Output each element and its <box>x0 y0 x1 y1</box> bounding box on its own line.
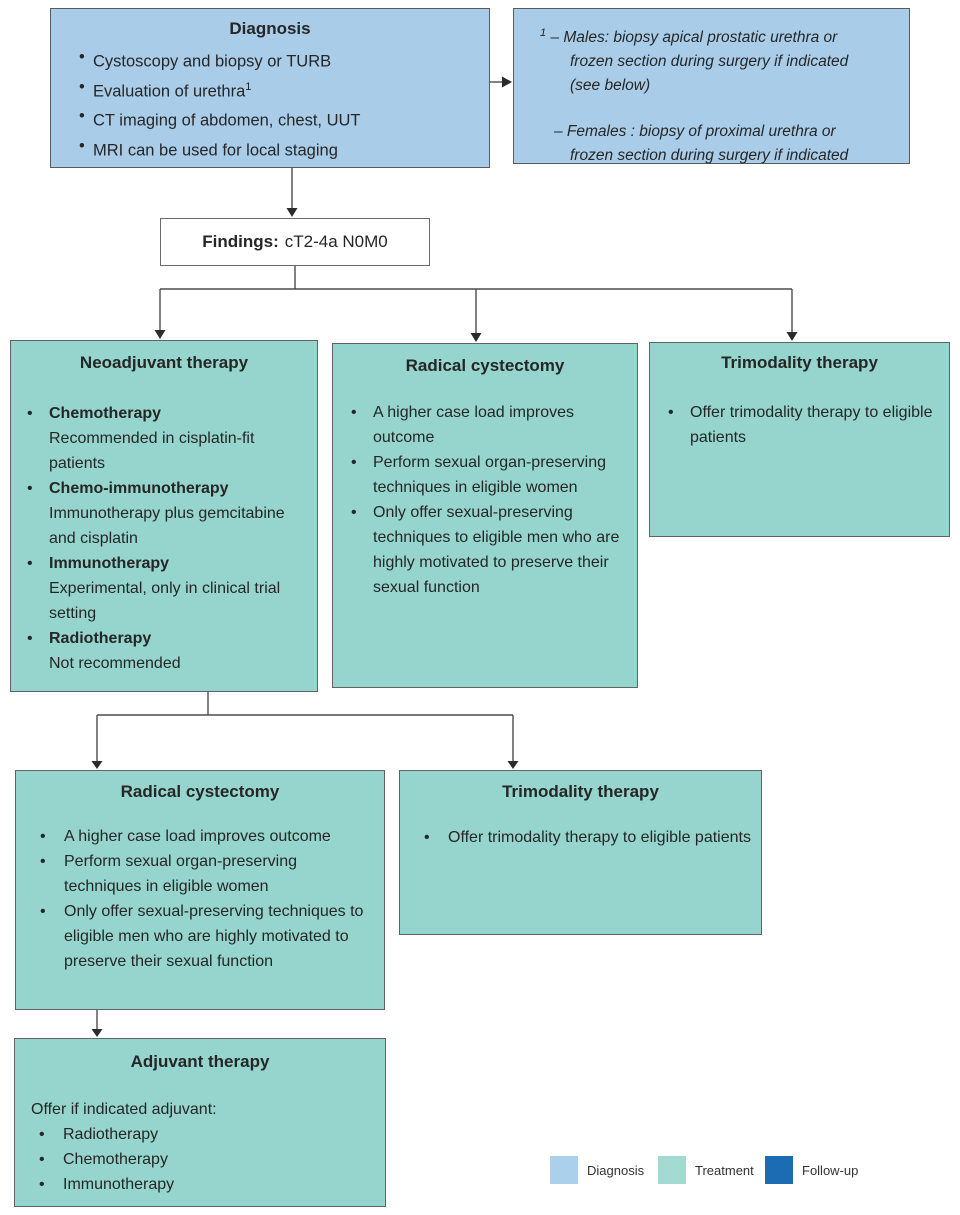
list-item: Offer trimodality therapy to eligible pa… <box>650 400 941 450</box>
list-item: Immunotherapy Experimental, only in clin… <box>11 551 303 626</box>
box-title: Trimodality therapy <box>502 782 659 801</box>
list-item: A higher case load improves outcome <box>16 824 376 849</box>
findings-label: Findings: <box>202 232 279 251</box>
superscript: 1 <box>245 80 252 93</box>
radical-cystectomy-top-box: Radical cystectomy A higher case load im… <box>332 343 638 688</box>
legend-item-treatment: Treatment <box>658 1156 754 1184</box>
box-title: Adjuvant therapy <box>130 1052 270 1071</box>
adjuvant-list: Radiotherapy Chemotherapy Immunotherapy <box>15 1122 385 1197</box>
radical-top-list: A higher case load improves outcome Perf… <box>333 400 637 600</box>
box-title: Radical cystectomy <box>120 782 280 801</box>
findings-value: cT2-4a N0M0 <box>284 232 388 251</box>
list-item: Chemotherapy <box>15 1147 377 1172</box>
trimodality-therapy-top-box: Trimodality therapy Offer trimodality th… <box>649 342 950 537</box>
trimodality-top-list: Offer trimodality therapy to eligible pa… <box>650 400 949 450</box>
list-item: Radiotherapy <box>15 1122 377 1147</box>
list-item: A higher case load improves outcome <box>333 400 629 450</box>
radical-bottom-list: A higher case load improves outcome Perf… <box>16 824 384 974</box>
arrowhead-down-icon <box>507 761 519 769</box>
legend-item-followup: Follow-up <box>765 1156 858 1184</box>
followup-color-swatch <box>765 1156 793 1184</box>
list-item: Cystoscopy and biopsy or TURB <box>51 45 489 75</box>
arrowhead-down-icon <box>154 330 166 339</box>
neoadjuvant-therapy-box: Neoadjuvant therapy Chemotherapy Recomme… <box>10 340 318 692</box>
legend-item-diagnosis: Diagnosis <box>550 1156 644 1184</box>
list-item: Perform sexual organ-preserving techniqu… <box>333 450 629 500</box>
list-item: CT imaging of abdomen, chest, UUT <box>51 104 489 134</box>
trimodality-bottom-list: Offer trimodality therapy to eligible pa… <box>400 825 761 850</box>
legend-label: Diagnosis <box>587 1162 645 1178</box>
findings-box: Findings: cT2-4a N0M0 <box>160 218 430 266</box>
diagnosis-title: Diagnosis <box>229 19 311 38</box>
box-title: Neoadjuvant therapy <box>79 353 249 372</box>
footnote-marker: 1 <box>540 27 547 39</box>
arrowhead-down-icon <box>91 1029 103 1037</box>
adjuvant-intro: Offer if indicated adjuvant: <box>31 1101 217 1118</box>
legend-label: Treatment <box>695 1162 754 1178</box>
footnote-females: – Females : biopsy of proximal urethra o… <box>554 123 849 165</box>
box-title: Trimodality therapy <box>721 353 878 372</box>
legend-label: Follow-up <box>802 1162 859 1178</box>
list-item: Only offer sexual-preserving techniques … <box>333 500 629 600</box>
list-item: Only offer sexual-preserving techniques … <box>16 899 376 974</box>
list-item: Immunotherapy <box>15 1172 377 1197</box>
list-item: Perform sexual organ-preserving techniqu… <box>16 849 376 899</box>
list-item: Chemotherapy Recommended in cisplatin-fi… <box>11 401 303 476</box>
list-item: Offer trimodality therapy to eligible pa… <box>400 825 753 850</box>
footnote-males: 1 – Males: biopsy apical prostatic ureth… <box>540 27 849 95</box>
neoadjuvant-list: Chemotherapy Recommended in cisplatin-fi… <box>11 401 317 676</box>
footnote-box: 1 – Males: biopsy apical prostatic ureth… <box>513 8 910 164</box>
trimodality-therapy-bottom-box: Trimodality therapy Offer trimodality th… <box>399 770 762 935</box>
arrowhead-down-icon <box>91 761 103 769</box>
diagnosis-list: Cystoscopy and biopsy or TURB Evaluation… <box>51 45 489 163</box>
box-title: Radical cystectomy <box>405 356 565 375</box>
list-item: MRI can be used for local staging <box>51 134 489 164</box>
arrowhead-down-icon <box>786 332 798 341</box>
arrowhead-down-icon <box>470 333 482 342</box>
arrowhead-down-icon <box>286 208 298 217</box>
list-item: Chemo-immunotherapy Immunotherapy plus g… <box>11 476 303 551</box>
radical-cystectomy-bottom-box: Radical cystectomy A higher case load im… <box>15 770 385 1010</box>
arrowhead-right-icon <box>502 76 512 88</box>
adjuvant-therapy-box: Adjuvant therapy Offer if indicated adju… <box>14 1038 386 1207</box>
list-item: Radiotherapy Not recommended <box>11 626 303 676</box>
diagnosis-color-swatch <box>550 1156 578 1184</box>
diagnosis-box: Diagnosis Cystoscopy and biopsy or TURB … <box>50 8 490 168</box>
list-item: Evaluation of urethra1 <box>51 75 489 105</box>
treatment-color-swatch <box>658 1156 686 1184</box>
